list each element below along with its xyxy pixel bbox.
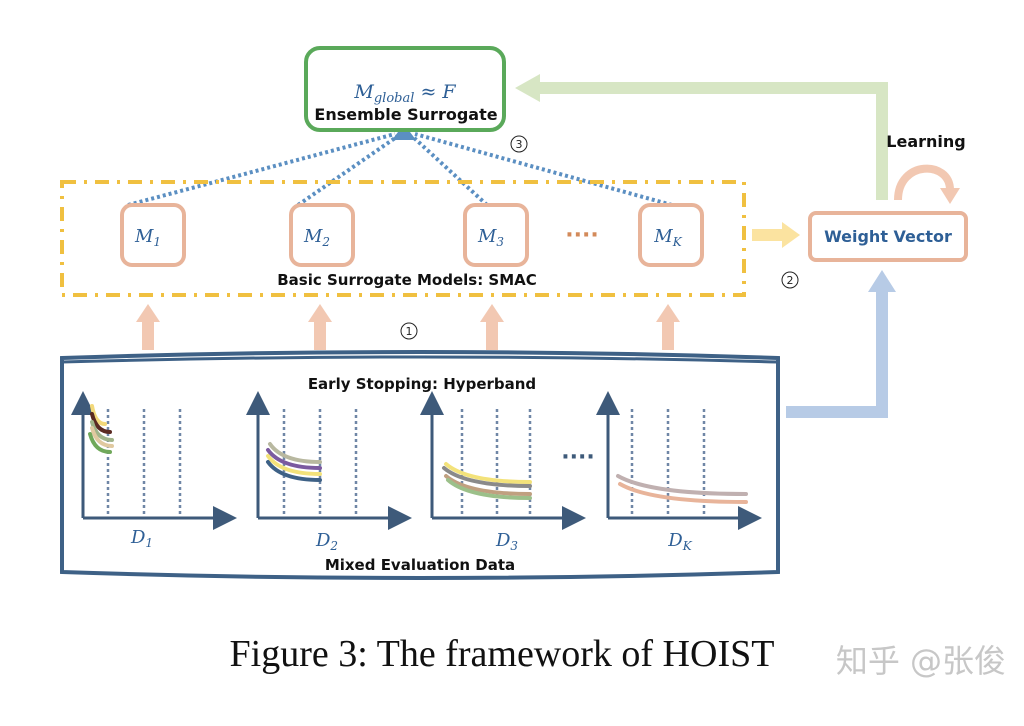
plot-1-curve-5 [88, 432, 112, 454]
plot-3-curve-4 [446, 478, 532, 500]
learning-label: Learning [886, 132, 965, 151]
svg-text:3: 3 [516, 138, 523, 151]
plot-2-curve-1 [268, 442, 322, 464]
plot-4-curve-2 [618, 482, 748, 504]
model-box-3: M3 [463, 203, 529, 267]
plot-3-curve-3 [444, 474, 532, 496]
basic-models-container [60, 180, 746, 297]
model-box-2: M2 [289, 203, 355, 267]
watermark: 知乎 @张俊 [835, 642, 1006, 680]
step-3-marker: 3 [510, 135, 528, 153]
plot-1-curve-1 [90, 404, 107, 426]
plot-2-curve-3 [266, 454, 322, 476]
model-box-1: M1 [120, 203, 186, 267]
dataset-label-3: D3 [495, 530, 518, 553]
svg-text:M1: M1 [134, 226, 161, 249]
step-2-marker: 2 [781, 271, 799, 289]
svg-text:M2: M2 [303, 226, 330, 249]
basic-models-title: Basic Surrogate Models: SMAC [277, 271, 537, 289]
weight-vector-box: Weight Vector [808, 211, 968, 262]
learning-loop-arrow [894, 164, 960, 204]
svg-text:M3: M3 [477, 226, 504, 249]
dataset-label-k: DK [667, 530, 692, 553]
feedback-arrow [515, 74, 888, 200]
step-1-marker: 1 [400, 322, 418, 340]
ensemble-surrogate-box: Mglobal ≈ F Ensemble Surrogate [304, 46, 506, 132]
plot-1-curve-4 [90, 426, 114, 448]
model-box-k: MK [638, 203, 704, 267]
svg-text:MK: MK [653, 226, 682, 249]
datasets-ellipsis: ···· [561, 445, 594, 470]
models-ellipsis: ···· [565, 223, 598, 248]
svg-text:1: 1 [406, 325, 413, 338]
plot-4-curve-1 [616, 474, 748, 496]
evaluation-top-title: Early Stopping: Hyperband [308, 375, 536, 393]
evaluation-to-weight-arrow [786, 270, 896, 418]
evaluation-to-models-arrows [136, 304, 680, 350]
ensemble-title: Ensemble Surrogate [314, 105, 497, 124]
dataset-label-1: D1 [130, 527, 153, 550]
plot-3-curve-2 [442, 466, 532, 488]
plot-2-curve-2 [266, 448, 322, 470]
ensemble-formula: Mglobal ≈ F [353, 81, 456, 106]
plot-1-curve-2 [90, 412, 112, 434]
plot-3-curve-1 [444, 462, 532, 484]
plot-2-curve-4 [266, 460, 322, 482]
svg-text:2: 2 [787, 274, 794, 287]
evaluation-bottom-title: Mixed Evaluation Data [325, 556, 515, 574]
learning-curve-plots [71, 391, 762, 530]
weight-vector-label: Weight Vector [824, 227, 952, 246]
figure-caption: Figure 3: The framework of HOIST [229, 633, 775, 675]
models-to-weight-arrow [752, 222, 800, 248]
plot-1-curve-3 [90, 420, 114, 442]
dotted-links [127, 132, 673, 207]
dataset-label-2: D2 [315, 530, 338, 553]
